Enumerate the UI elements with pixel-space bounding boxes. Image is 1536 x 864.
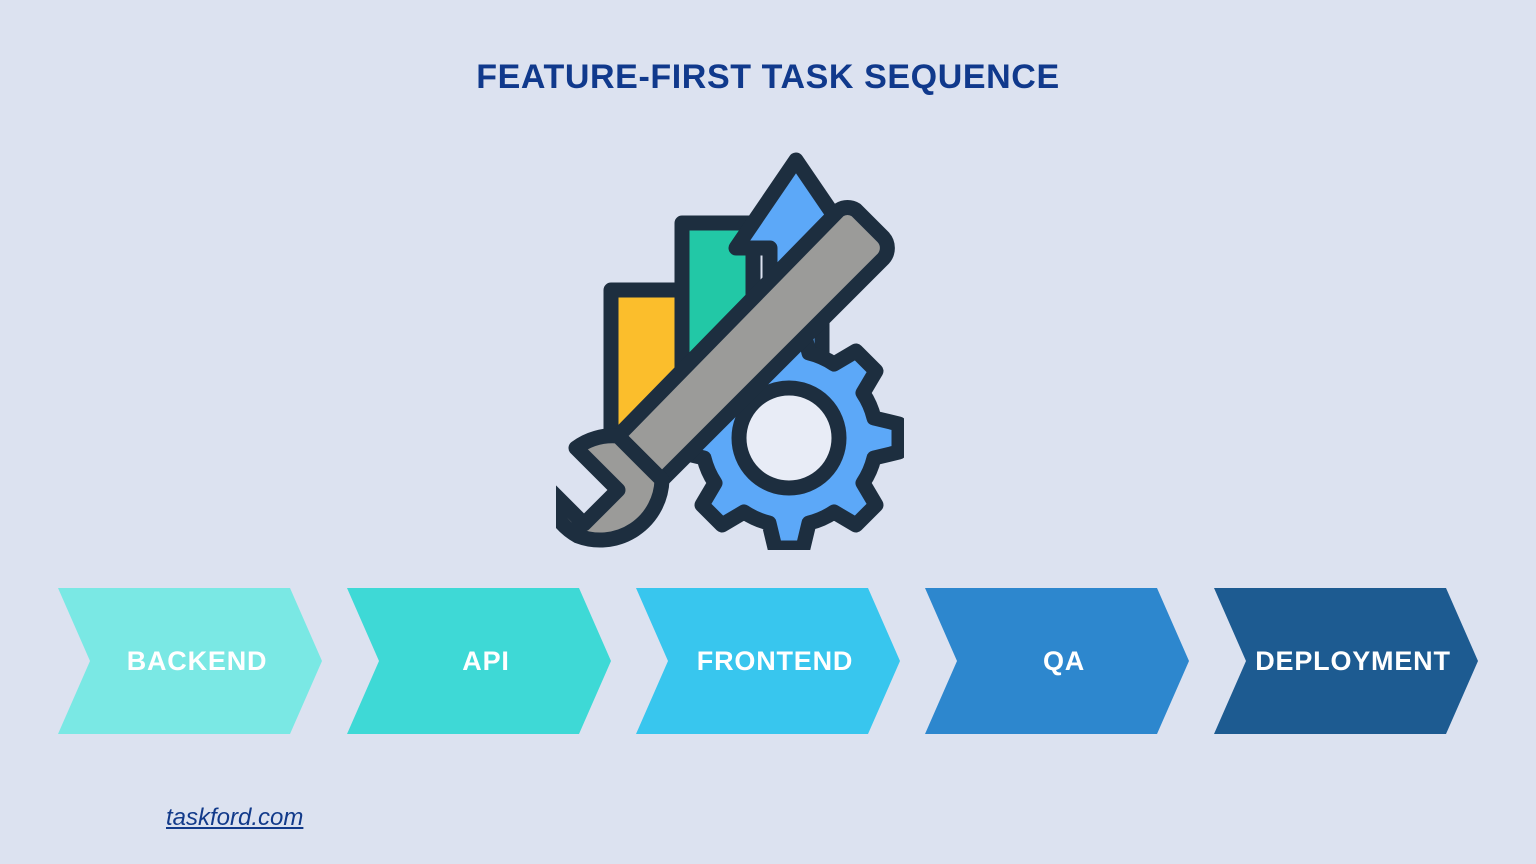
hero-illustration xyxy=(556,138,904,550)
sequence-step-qa[interactable]: QA xyxy=(925,588,1189,734)
wrench-handle xyxy=(610,200,895,488)
illustration-svg xyxy=(556,152,904,550)
sequence-chevron-row: BACKEND API FRONTEND QA DEPLOYMENT xyxy=(0,588,1536,734)
sequence-step-api[interactable]: API xyxy=(347,588,611,734)
sequence-step-label: QA xyxy=(1042,645,1086,676)
sequence-step-label: BACKEND xyxy=(126,645,268,676)
page-title: FEATURE-FIRST TASK SEQUENCE xyxy=(476,58,1060,96)
sequence-step-frontend[interactable]: FRONTEND xyxy=(636,588,900,734)
sequence-step-label: API xyxy=(462,645,510,676)
sequence-step-label: FRONTEND xyxy=(696,645,854,676)
wrench-group xyxy=(556,200,895,548)
sequence-step-label: DEPLOYMENT xyxy=(1255,645,1451,676)
wrench-head xyxy=(556,428,670,548)
gear-hub xyxy=(731,380,847,496)
sequence-step-deployment[interactable]: DEPLOYMENT xyxy=(1214,588,1478,734)
footer-website-link[interactable]: taskford.com xyxy=(166,804,304,831)
sequence-step-backend[interactable]: BACKEND xyxy=(58,588,322,734)
